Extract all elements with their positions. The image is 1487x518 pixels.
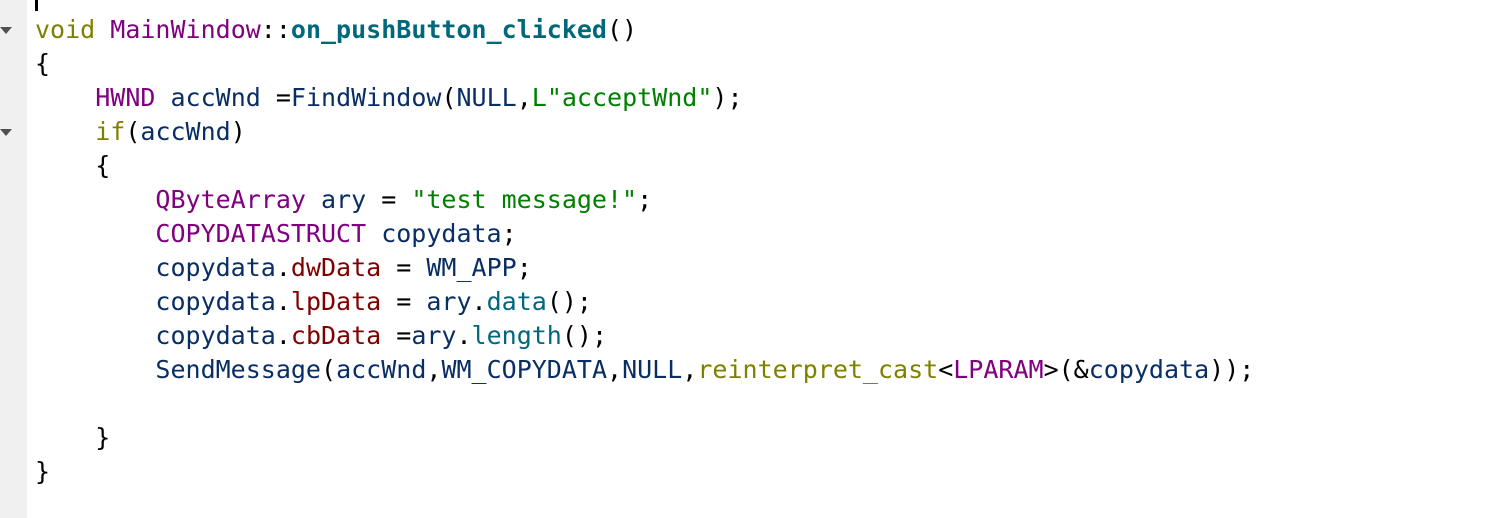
code-token-identifier: accWnd xyxy=(140,117,231,146)
code-token-default: (); xyxy=(546,287,592,316)
code-line[interactable]: SendMessage(accWnd,WM_COPYDATA,NULL,rein… xyxy=(35,353,1254,387)
code-token-string: L"acceptWnd" xyxy=(531,83,713,112)
code-token-default: )); xyxy=(1209,355,1255,384)
code-token-default xyxy=(35,355,155,384)
code-token-default: ( xyxy=(125,117,141,146)
code-token-identifier: copydata xyxy=(155,287,276,316)
code-token-default: } xyxy=(35,457,51,486)
code-token-identifier: copydata xyxy=(155,321,276,350)
code-token-default: = xyxy=(381,253,427,282)
code-line[interactable]: } xyxy=(35,421,1254,455)
code-token-type: HWND xyxy=(95,83,156,112)
code-token-default xyxy=(35,219,155,248)
code-token-default: { xyxy=(35,49,51,78)
code-token-default xyxy=(155,83,170,112)
code-token-default xyxy=(35,83,95,112)
code-token-identifier: ary xyxy=(411,321,457,350)
code-token-default: ( xyxy=(441,83,457,112)
code-line[interactable]: { xyxy=(35,47,1254,81)
code-token-default: (); xyxy=(561,321,608,350)
code-token-default xyxy=(35,253,155,282)
code-token-default: ( xyxy=(321,355,337,384)
code-token-function: on_pushButton_clicked xyxy=(290,15,607,44)
code-token-member: dwData xyxy=(290,253,382,282)
code-token-default: ; xyxy=(516,253,532,282)
code-token-identifier: copydata xyxy=(381,219,502,248)
code-token-default: , xyxy=(682,355,698,384)
code-token-keyword: void xyxy=(35,15,96,44)
code-line[interactable]: COPYDATASTRUCT copydata; xyxy=(35,217,1254,251)
code-token-default: :: xyxy=(260,15,291,44)
code-token-default: , xyxy=(426,355,442,384)
fold-arrow-icon[interactable] xyxy=(0,27,12,34)
code-token-identifier: WM_APP xyxy=(426,253,517,282)
code-token-string: "test message!" xyxy=(411,185,638,214)
code-line[interactable]: copydata.lpData = ary.data(); xyxy=(35,285,1254,319)
text-cursor xyxy=(35,0,38,11)
code-token-keyword: reinterpret_cast xyxy=(697,355,939,384)
code-line[interactable] xyxy=(35,387,1254,421)
code-token-default: () xyxy=(606,15,638,44)
code-token-default: . xyxy=(275,253,291,282)
code-token-default xyxy=(366,219,381,248)
code-token-type: LPARAM xyxy=(953,355,1044,384)
code-token-identifier: NULL xyxy=(456,83,517,112)
code-line[interactable]: copydata.dwData = WM_APP; xyxy=(35,251,1254,285)
code-token-type: QByteArray xyxy=(155,185,306,214)
code-token-identifier: ary xyxy=(321,185,367,214)
code-token-type: COPYDATASTRUCT xyxy=(155,219,367,248)
code-token-identifier: WM_COPYDATA xyxy=(441,355,608,384)
code-token-identifier: NULL xyxy=(622,355,683,384)
code-token-member: lpData xyxy=(290,287,382,316)
code-token-function: data xyxy=(486,287,547,316)
code-token-identifier: ary xyxy=(426,287,472,316)
code-line[interactable]: void MainWindow::on_pushButton_clicked() xyxy=(35,13,1254,47)
code-token-default: , xyxy=(607,355,623,384)
code-token-default: . xyxy=(456,321,472,350)
code-line[interactable]: } xyxy=(35,455,1254,489)
code-line[interactable]: QByteArray ary = "test message!"; xyxy=(35,183,1254,217)
fold-arrow-icon[interactable] xyxy=(0,129,12,136)
code-token-default: = xyxy=(260,83,291,112)
code-token-default xyxy=(306,185,321,214)
code-token-function: length xyxy=(471,321,562,350)
code-token-default: = xyxy=(381,321,412,350)
code-token-identifier: accWnd xyxy=(170,83,261,112)
code-token-identifier: FindWindow xyxy=(290,83,442,112)
code-token-default: . xyxy=(275,321,291,350)
code-line[interactable]: if(accWnd) xyxy=(35,115,1254,149)
code-line[interactable]: copydata.cbData =ary.length(); xyxy=(35,319,1254,353)
code-token-default xyxy=(35,117,95,146)
code-token-default: , xyxy=(516,83,532,112)
code-token-default: = xyxy=(366,185,412,214)
code-token-default: } xyxy=(35,423,111,452)
code-token-default: = xyxy=(381,287,427,316)
code-token-identifier: copydata xyxy=(155,253,276,282)
code-token-default: ); xyxy=(712,83,743,112)
code-token-identifier: accWnd xyxy=(336,355,427,384)
code-token-default: . xyxy=(471,287,487,316)
code-token-default: . xyxy=(275,287,291,316)
code-area[interactable]: void MainWindow::on_pushButton_clicked()… xyxy=(35,13,1254,489)
code-token-default: ) xyxy=(230,117,246,146)
editor-gutter xyxy=(0,0,27,518)
code-line[interactable]: HWND accWnd =FindWindow(NULL,L"acceptWnd… xyxy=(35,81,1254,115)
code-token-default: ; xyxy=(501,219,517,248)
code-token-member: cbData xyxy=(290,321,382,350)
code-token-default xyxy=(95,15,110,44)
code-token-identifier: copydata xyxy=(1088,355,1210,384)
code-token-default: ; xyxy=(637,185,653,214)
code-token-default xyxy=(35,321,155,350)
code-token-default: >(& xyxy=(1043,355,1089,384)
code-token-default xyxy=(35,287,155,316)
code-token-default: < xyxy=(938,355,954,384)
code-token-type: MainWindow xyxy=(110,15,261,44)
code-token-keyword: if xyxy=(95,117,126,146)
code-line[interactable]: { xyxy=(35,149,1254,183)
code-token-default xyxy=(35,185,155,214)
code-token-identifier: SendMessage xyxy=(155,355,321,384)
code-token-default: { xyxy=(35,151,111,180)
